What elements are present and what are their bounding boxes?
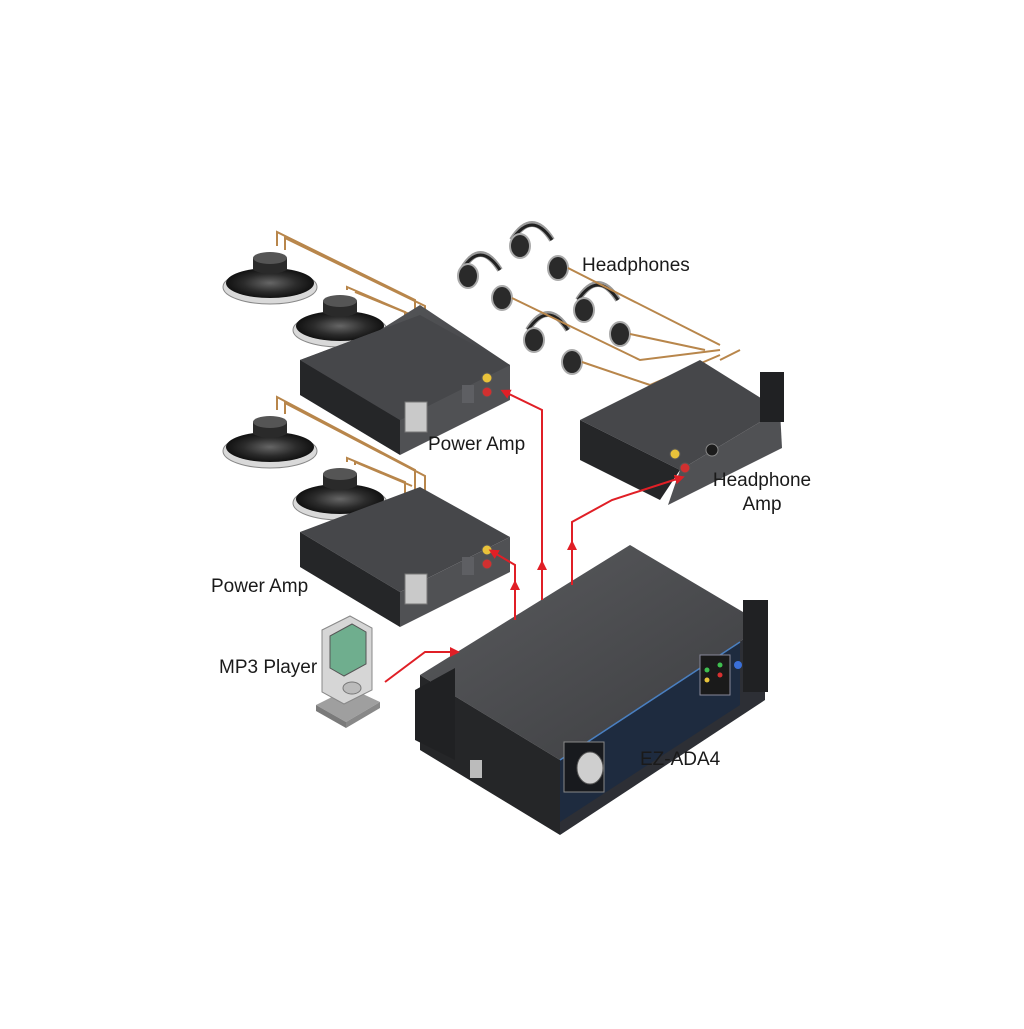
headphone-amp-label-line1: Headphone	[712, 470, 812, 491]
ez-ada4-label: EZ-ADA4	[640, 749, 721, 770]
speaker-1	[222, 252, 318, 305]
headphone-4	[573, 281, 631, 347]
mp3-player	[316, 615, 380, 728]
power-amp-top	[300, 305, 510, 455]
headphones-label: Headphones	[582, 255, 690, 276]
headphone-amp	[580, 360, 784, 505]
power-amp-bottom	[300, 487, 510, 627]
mp3-player-label: MP3 Player	[219, 657, 318, 678]
headphone-amp-label-line2: Amp	[742, 494, 782, 515]
power-amp-bottom-label: Power Amp	[211, 576, 309, 597]
headphones-group	[457, 221, 631, 375]
speaker-3	[222, 416, 318, 469]
ez-ada4-unit	[415, 545, 768, 835]
headphone-3	[523, 311, 583, 375]
headphone-amp-label: Headphone Amp	[700, 469, 824, 517]
power-amp-top-label: Power Amp	[428, 434, 526, 455]
headphone-2	[509, 221, 569, 281]
signal-lines	[384, 349, 741, 683]
headphone-1	[457, 251, 513, 311]
